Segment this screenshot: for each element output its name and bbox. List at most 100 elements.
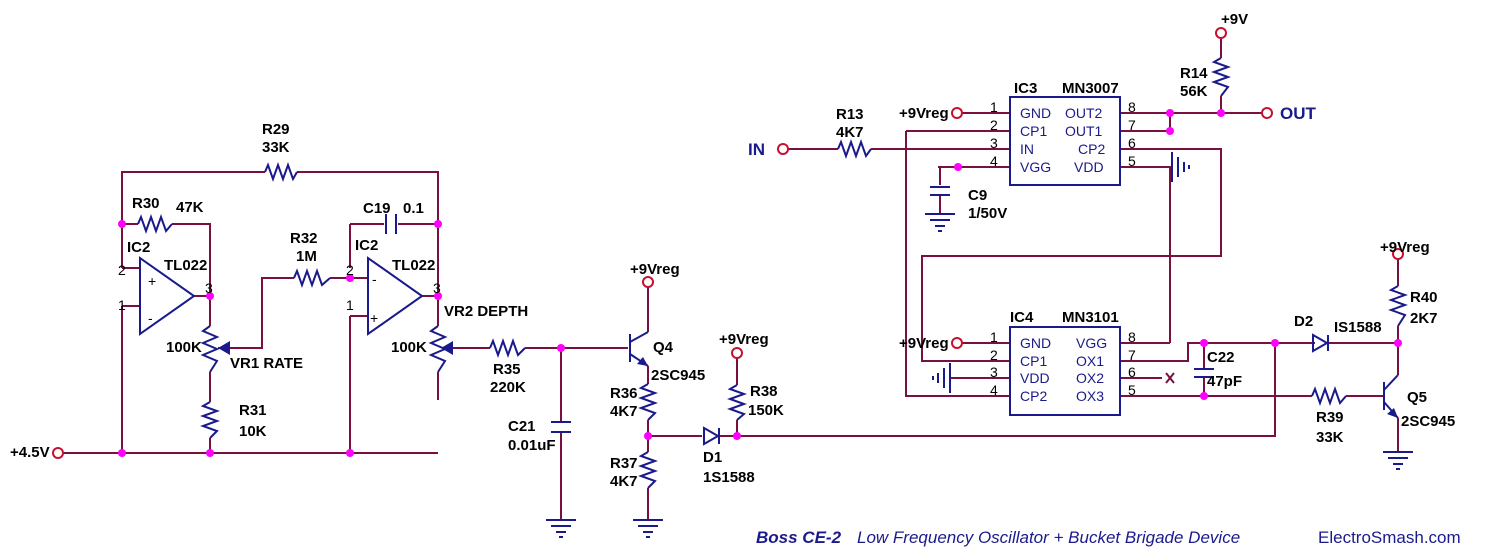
r36-value: 4K7 [610, 403, 638, 420]
r39-symbol [1311, 386, 1347, 406]
r38-ref: R38 [750, 383, 778, 400]
svg-text:OUT1: OUT1 [1065, 123, 1103, 139]
r40-symbol [1388, 285, 1408, 327]
svg-text:OX1: OX1 [1076, 353, 1104, 369]
q4-symbol [629, 331, 649, 367]
r30-value: 47K [176, 199, 204, 216]
r32-symbol [293, 268, 331, 288]
svg-text:VDD: VDD [1020, 370, 1050, 386]
ic2b-plus: + [370, 310, 378, 326]
svg-text:1: 1 [990, 329, 998, 345]
c19-value: 0.1 [403, 200, 424, 217]
r14-ref: R14 [1180, 65, 1208, 82]
ic4-pins: 1 2 3 4 GND CP1 VDD CP2 VGG OX1 OX2 OX3 … [990, 329, 1136, 404]
q5-part: 2SC945 [1401, 413, 1455, 430]
ic2a-pin1: 1 [118, 297, 126, 313]
vreg-q4-label: +9Vreg [630, 261, 680, 278]
q5-ref: Q5 [1407, 389, 1427, 406]
terminal-vreg-ic4[interactable] [951, 337, 963, 349]
vreg-ic3-label: +9Vreg [899, 105, 949, 122]
ic2b-pin3: 3 [433, 280, 441, 296]
ic2b-pin2: 2 [346, 262, 354, 278]
c9-symbol [930, 186, 950, 196]
vr2-value: 100K [391, 339, 427, 356]
footer-site[interactable]: ElectroSmash.com [1318, 528, 1461, 547]
svg-text:VDD: VDD [1074, 159, 1104, 175]
c9-value: 1/50V [968, 205, 1007, 222]
d2-part: IS1588 [1334, 319, 1382, 336]
svg-text:3: 3 [990, 135, 998, 151]
vr1-value: 100K [166, 339, 202, 356]
svg-text:4: 4 [990, 382, 998, 398]
d2-ref: D2 [1294, 313, 1313, 330]
q5-symbol [1383, 374, 1399, 419]
junction-dots [118, 109, 1402, 457]
r37-value: 4K7 [610, 473, 638, 490]
nc-marker [1165, 372, 1175, 384]
terminal-vreg-r40[interactable] [1392, 248, 1404, 260]
svg-text:7: 7 [1128, 117, 1136, 133]
c21-symbol [551, 421, 571, 433]
terminal-vreg-ic3[interactable] [951, 107, 963, 119]
c22-value: 47pF [1207, 373, 1242, 390]
ground-symbols [546, 152, 1413, 538]
ic2b-minus: - [372, 271, 377, 287]
c22-symbol [1194, 368, 1214, 378]
svg-text:VGG: VGG [1020, 159, 1051, 175]
svg-text:VGG: VGG [1076, 335, 1107, 351]
r32-value: 1M [296, 248, 317, 265]
svg-text:2: 2 [990, 347, 998, 363]
ic3-pins: 1 2 3 4 GND CP1 IN VGG OUT2 OUT1 CP2 VDD… [990, 99, 1136, 175]
ic4-ref: IC4 [1010, 309, 1034, 326]
r14-value: 56K [1180, 83, 1208, 100]
svg-text:GND: GND [1020, 105, 1051, 121]
r29-symbol [264, 162, 298, 182]
svg-text:8: 8 [1128, 329, 1136, 345]
r30-symbol [137, 214, 173, 234]
svg-text:2: 2 [990, 117, 998, 133]
d2-symbol [1312, 333, 1330, 353]
r31-value: 10K [239, 423, 267, 440]
svg-text:IN: IN [1020, 141, 1034, 157]
ic3-ref: IC3 [1014, 80, 1037, 97]
r32-ref: R32 [290, 230, 318, 247]
terminal-v45[interactable] [52, 447, 64, 459]
terminal-vreg-r38[interactable] [731, 347, 743, 359]
r14-symbol [1211, 57, 1231, 97]
r36-ref: R36 [610, 385, 638, 402]
terminal-in[interactable] [777, 143, 789, 155]
svg-text:CP1: CP1 [1020, 123, 1047, 139]
svg-text:CP1: CP1 [1020, 353, 1047, 369]
out-label: OUT [1280, 104, 1317, 123]
ic2a-opamp [139, 256, 196, 336]
terminal-v9[interactable] [1215, 27, 1227, 39]
svg-text:CP2: CP2 [1020, 388, 1047, 404]
vreg-ic4-label: +9Vreg [899, 335, 949, 352]
r37-symbol [638, 451, 658, 489]
v45-label: +4.5V [10, 444, 50, 461]
svg-text:1: 1 [990, 99, 998, 115]
svg-text:7: 7 [1128, 347, 1136, 363]
ic2b-part: TL022 [392, 257, 435, 274]
r40-ref: R40 [1410, 289, 1438, 306]
ic2a-pin2: 2 [118, 262, 126, 278]
svg-text:OX3: OX3 [1076, 388, 1104, 404]
vr2-name: VR2 DEPTH [444, 303, 528, 320]
svg-text:5: 5 [1128, 153, 1136, 169]
vreg-r40-label: +9Vreg [1380, 239, 1430, 256]
ic2a-ref: IC2 [127, 239, 150, 256]
v9-label: +9V [1221, 11, 1248, 28]
svg-text:CP2: CP2 [1078, 141, 1105, 157]
c19-ref: C19 [363, 200, 391, 217]
terminal-out[interactable] [1261, 107, 1273, 119]
r35-symbol [489, 338, 526, 358]
r39-value: 33K [1316, 429, 1344, 446]
r13-symbol [837, 139, 872, 159]
terminal-vreg-q4[interactable] [642, 276, 654, 288]
vr1-symbol [200, 325, 230, 373]
vr1-name: VR1 RATE [230, 355, 303, 372]
svg-text:5: 5 [1128, 382, 1136, 398]
ic2b-ref: IC2 [355, 237, 378, 254]
r13-value: 4K7 [836, 124, 864, 141]
r30-ref: R30 [132, 195, 160, 212]
